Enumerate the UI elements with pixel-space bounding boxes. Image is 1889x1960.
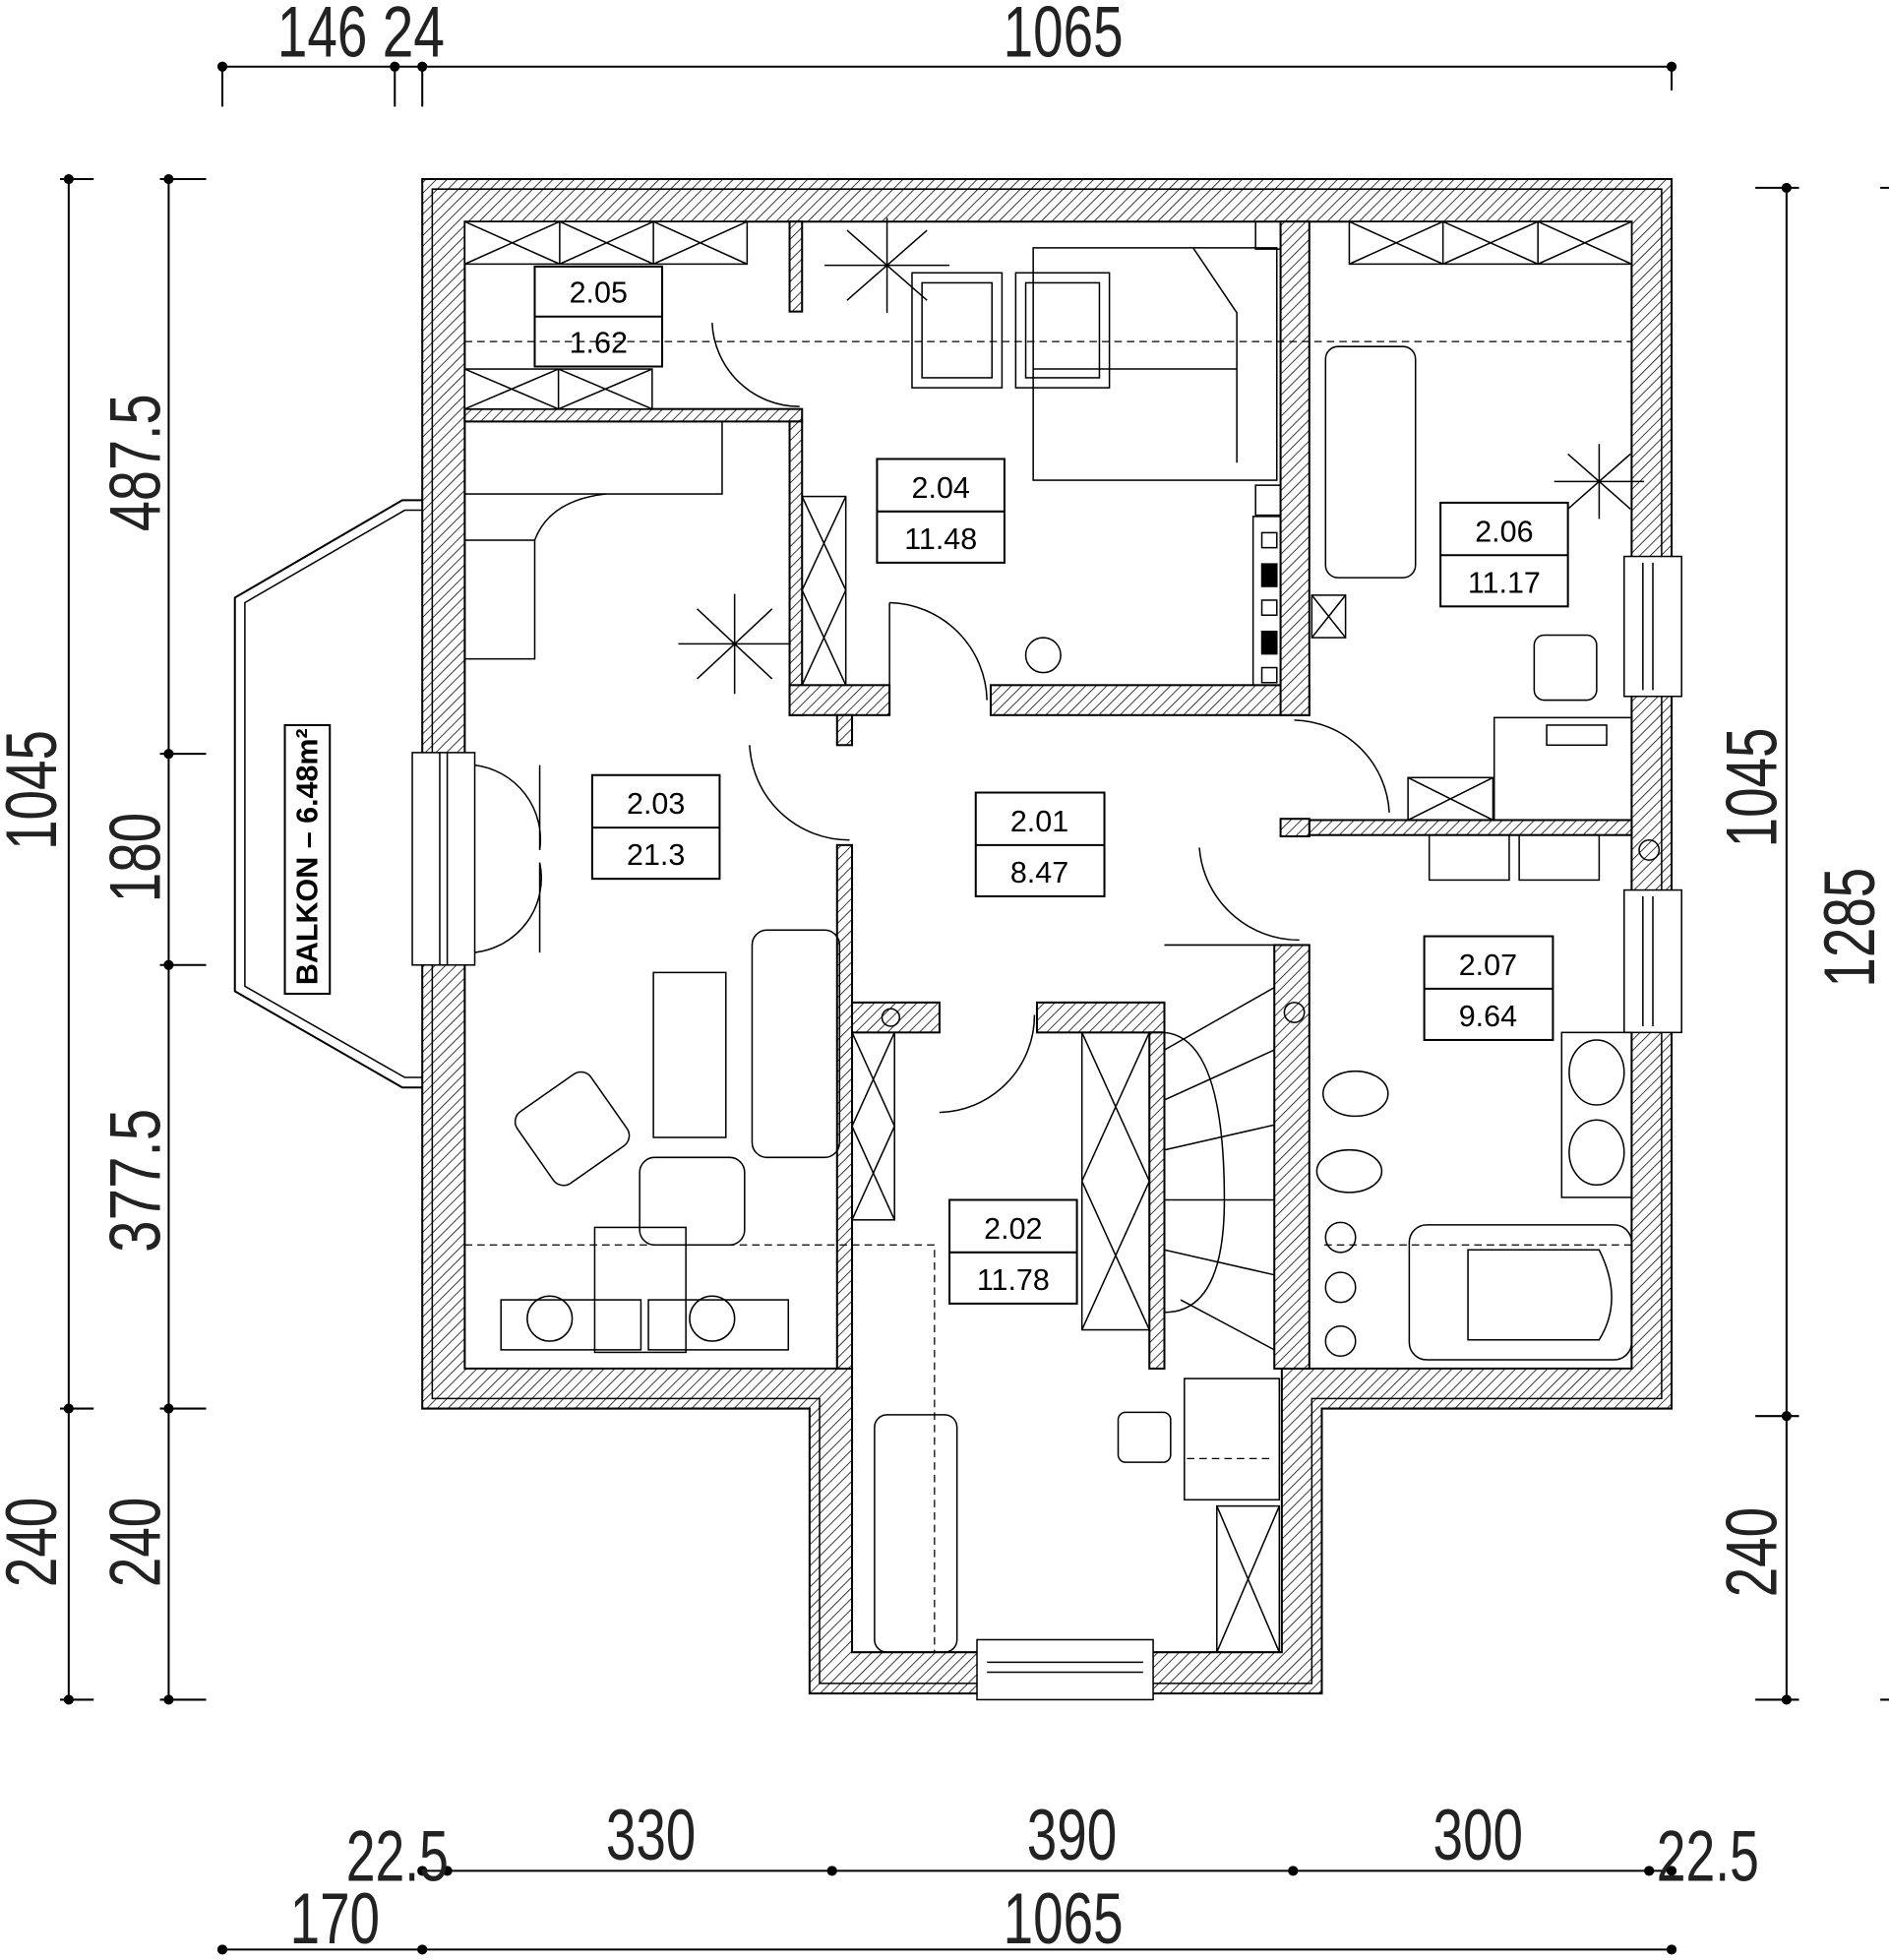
plant-icons (526, 217, 1645, 1357)
doors (474, 323, 1390, 1114)
svg-text:11.48: 11.48 (904, 522, 977, 556)
svg-text:377.5: 377.5 (94, 1109, 176, 1253)
svg-text:11.78: 11.78 (977, 1263, 1050, 1297)
svg-text:1045: 1045 (0, 730, 72, 850)
svg-text:2.07: 2.07 (1459, 949, 1517, 982)
svg-text:2.04: 2.04 (912, 471, 970, 505)
svg-text:1065: 1065 (1004, 1877, 1124, 1959)
svg-text:24: 24 (383, 0, 445, 73)
svg-text:2.02: 2.02 (984, 1212, 1042, 1246)
room-label-2.04: 2.04 11.48 (876, 458, 1005, 564)
svg-text:240: 240 (0, 1498, 72, 1587)
windows (411, 220, 1682, 1701)
svg-text:9.64: 9.64 (1459, 1000, 1517, 1033)
svg-text:1285: 1285 (1808, 868, 1889, 988)
svg-text:11.17: 11.17 (1468, 566, 1541, 599)
dimension-lines (59, 61, 1889, 1955)
furniture (463, 220, 1661, 1653)
balcony-outline (233, 499, 423, 1089)
svg-text:2.03: 2.03 (627, 787, 685, 821)
svg-text:2.06: 2.06 (1475, 515, 1533, 548)
svg-text:1065: 1065 (1004, 0, 1124, 73)
svg-text:2.01: 2.01 (1010, 805, 1068, 838)
balcony-label-box (283, 723, 332, 995)
svg-text:240: 240 (94, 1498, 176, 1587)
svg-text:330: 330 (606, 1794, 696, 1875)
room-label-2.05: 2.05 1.62 (533, 265, 664, 368)
svg-text:487.5: 487.5 (94, 394, 176, 531)
svg-text:21.3: 21.3 (627, 838, 685, 872)
svg-text:2.05: 2.05 (570, 276, 628, 310)
svg-text:1045: 1045 (1711, 727, 1793, 847)
svg-text:1.62: 1.62 (570, 327, 628, 360)
svg-text:22.5: 22.5 (1657, 1815, 1759, 1897)
room-label-2.02: 2.02 11.78 (948, 1198, 1078, 1305)
svg-text:22.5: 22.5 (346, 1815, 449, 1897)
balcony-label: BALKON – 6.48m² (291, 728, 325, 985)
room-label-2.03: 2.03 21.3 (590, 773, 721, 881)
room-label-2.01: 2.01 8.47 (974, 791, 1106, 897)
svg-text:180: 180 (94, 813, 176, 902)
svg-text:8.47: 8.47 (1010, 856, 1068, 889)
svg-text:240: 240 (1711, 1507, 1793, 1597)
room-label-2.06: 2.06 11.17 (1439, 501, 1569, 608)
svg-text:300: 300 (1433, 1794, 1523, 1875)
interior-walls (463, 220, 1633, 1370)
svg-text:146: 146 (277, 0, 367, 73)
svg-text:170: 170 (290, 1877, 380, 1959)
room-label-2.07: 2.07 9.64 (1423, 935, 1554, 1041)
svg-text:390: 390 (1027, 1794, 1117, 1875)
